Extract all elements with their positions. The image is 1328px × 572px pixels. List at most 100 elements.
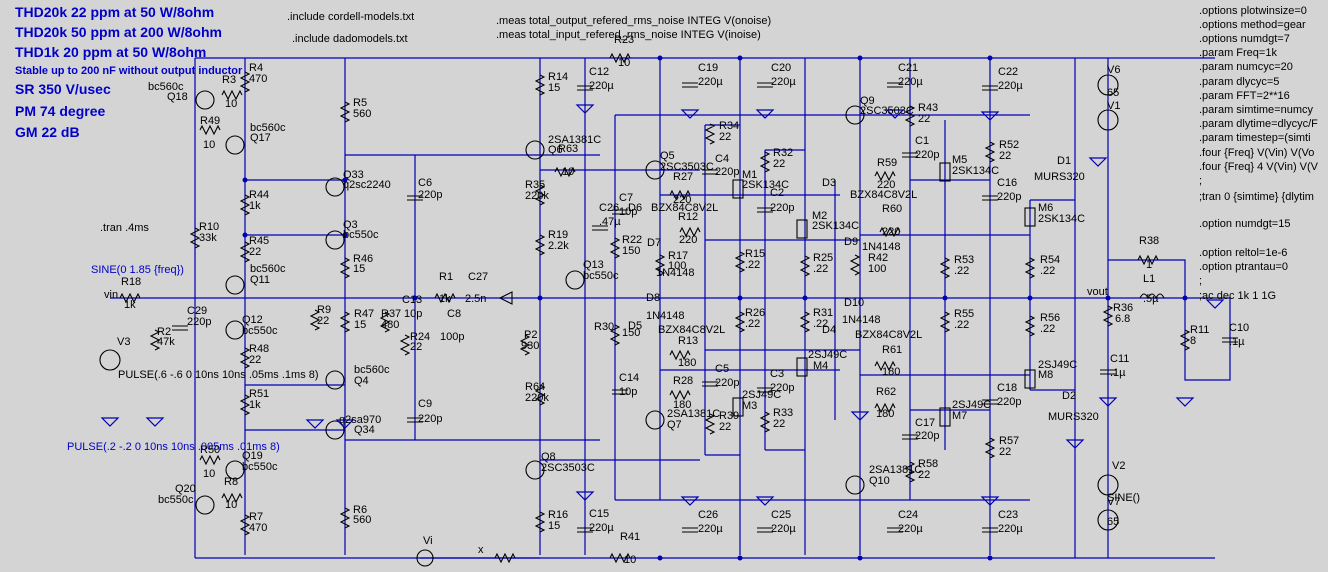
component-label: R54: [1040, 254, 1061, 266]
component-label: 10: [624, 554, 637, 566]
component-label: 22: [773, 158, 786, 170]
component-label: .22: [813, 263, 829, 275]
component-label: .22: [745, 259, 761, 271]
component-label: 220µ: [998, 80, 1023, 92]
resistor-symbol: [339, 257, 351, 279]
component-label: 480: [381, 319, 400, 331]
note-thd20k-50w: THD20k 22 ppm at 50 W/8ohm: [15, 4, 215, 20]
resistor-symbol: [119, 292, 141, 304]
include-cordell[interactable]: .include cordell-models.txt: [287, 11, 415, 23]
option-line[interactable]: .param FFT=2**16: [1199, 90, 1290, 102]
option-line[interactable]: .option reltol=1e-6: [1199, 247, 1288, 259]
resistor-symbol: [759, 151, 771, 173]
component-label: 220p: [915, 430, 940, 442]
component-label: 100: [668, 260, 687, 272]
resistor-symbol: [149, 329, 161, 351]
tran-directive[interactable]: .tran .4ms: [100, 222, 149, 234]
resistor-symbol: [434, 292, 456, 304]
component-label: .5µ: [1143, 293, 1159, 305]
pulse1-source-label[interactable]: PULSE(.6 -.6 0 10ns 10ns .05ms .1ms 8): [118, 369, 319, 381]
option-line[interactable]: .options plotwinsize=0: [1199, 5, 1307, 17]
option-line[interactable]: .four {Freq} 4 V(Vin) V(V: [1199, 161, 1319, 173]
option-line[interactable]: ;ac dec 1k 1 1G: [1199, 290, 1277, 302]
component-label: bc560c: [250, 122, 286, 134]
resistor-symbol: [734, 251, 746, 273]
component-label: C5: [715, 363, 730, 375]
meas-output-noise[interactable]: .meas total_output_refered_rms_noise INT…: [496, 15, 772, 27]
component-label: 220p: [770, 382, 795, 394]
option-line[interactable]: .options method=gear: [1199, 19, 1306, 31]
capacitor-symbol: [592, 225, 608, 231]
option-line[interactable]: .param numcyc=20: [1199, 61, 1293, 73]
option-line[interactable]: .param timestep=(simti: [1199, 132, 1311, 144]
option-line[interactable]: .options numdgt=7: [1199, 33, 1290, 45]
note-phase-margin: PM 74 degree: [15, 103, 106, 119]
component-label: R5: [353, 97, 368, 109]
resistor-symbol: [669, 349, 691, 361]
component-label: C10: [1229, 322, 1250, 334]
capacitor-symbol: [612, 389, 628, 395]
component-label: C13: [402, 294, 423, 306]
component-label: 180: [876, 408, 895, 420]
component-label: 1k: [439, 293, 451, 305]
ground-symbol: [575, 104, 595, 114]
component-label: M5: [952, 154, 968, 166]
include-dado[interactable]: .include dadomodels.txt: [292, 33, 408, 45]
option-line[interactable]: ;tran 0 {simtime} {dlytim: [1199, 191, 1314, 203]
ground-symbol: [145, 417, 165, 427]
resistor-symbol: [399, 334, 411, 356]
resistor-symbol: [799, 311, 811, 333]
resistor-symbol: [554, 166, 576, 178]
option-line[interactable]: .param simtime=numcy: [1199, 104, 1314, 116]
component-label: 220p: [418, 413, 443, 425]
option-line[interactable]: .option numdgt=15: [1199, 218, 1291, 230]
note-slew-rate: SR 350 V/usec: [15, 81, 111, 97]
component-label: R42: [868, 252, 889, 264]
component-label: 180: [882, 366, 901, 378]
component-label: C1: [915, 135, 930, 147]
component-label: 220p: [915, 149, 940, 161]
inductor-L1: [1139, 293, 1165, 300]
component-label: Q4: [354, 375, 369, 387]
component-label: Q11: [250, 274, 270, 286]
option-line[interactable]: ;: [1199, 275, 1203, 287]
component-label: C19: [698, 62, 719, 74]
component-label: R64: [525, 381, 546, 393]
resistor-symbol: [1137, 254, 1159, 266]
component-label: q2sa970: [339, 414, 382, 426]
sine-source-label[interactable]: SINE(0 1.85 {freq}): [91, 264, 184, 276]
component-label: 100p: [440, 331, 465, 343]
component-label: Q8: [541, 451, 556, 463]
pulse2-source-label[interactable]: PULSE(.2 -.2 0 10ns 10ns .005ms .01ms 8): [67, 441, 280, 453]
component-label: 22: [999, 446, 1012, 458]
component-label: R35: [525, 179, 546, 191]
resistor-symbol: [704, 123, 716, 145]
component-label: 220µ: [589, 522, 614, 534]
option-line[interactable]: .param Freq=1k: [1199, 47, 1277, 59]
option-line[interactable]: .option ptrantau=0: [1199, 261, 1288, 273]
component-label: 2SJ49C: [952, 399, 992, 411]
option-line[interactable]: ;: [1199, 175, 1203, 187]
component-label: 22: [918, 469, 931, 481]
option-line[interactable]: .param dlytime=dlycyc/F: [1199, 118, 1318, 130]
component-label: R39: [719, 410, 740, 422]
component-label: R14: [548, 71, 569, 83]
resistor-symbol: [609, 237, 621, 259]
component-label: 2SJ49C: [808, 349, 848, 361]
component-label: C3: [770, 368, 785, 380]
component-label: R13: [678, 335, 699, 347]
component-label: 220p: [997, 396, 1022, 408]
meas-input-noise[interactable]: .meas total_input_refered_rms_noise INTE…: [496, 29, 761, 41]
component-label: R8: [224, 476, 239, 488]
component-label: Q5: [660, 150, 675, 162]
component-label: Q13: [583, 259, 604, 271]
option-line[interactable]: .param dlycyc=5: [1199, 76, 1280, 88]
junctions: [242, 55, 1188, 561]
component-label: 220µ: [771, 76, 796, 88]
resistor-symbol: [339, 101, 351, 123]
component-label: MURS320: [1034, 171, 1085, 183]
sine-v2-label[interactable]: SINE(): [1107, 492, 1140, 504]
option-line[interactable]: .four {Freq} V(Vin) V(Vo: [1199, 147, 1315, 159]
component-label: 150: [622, 245, 641, 257]
